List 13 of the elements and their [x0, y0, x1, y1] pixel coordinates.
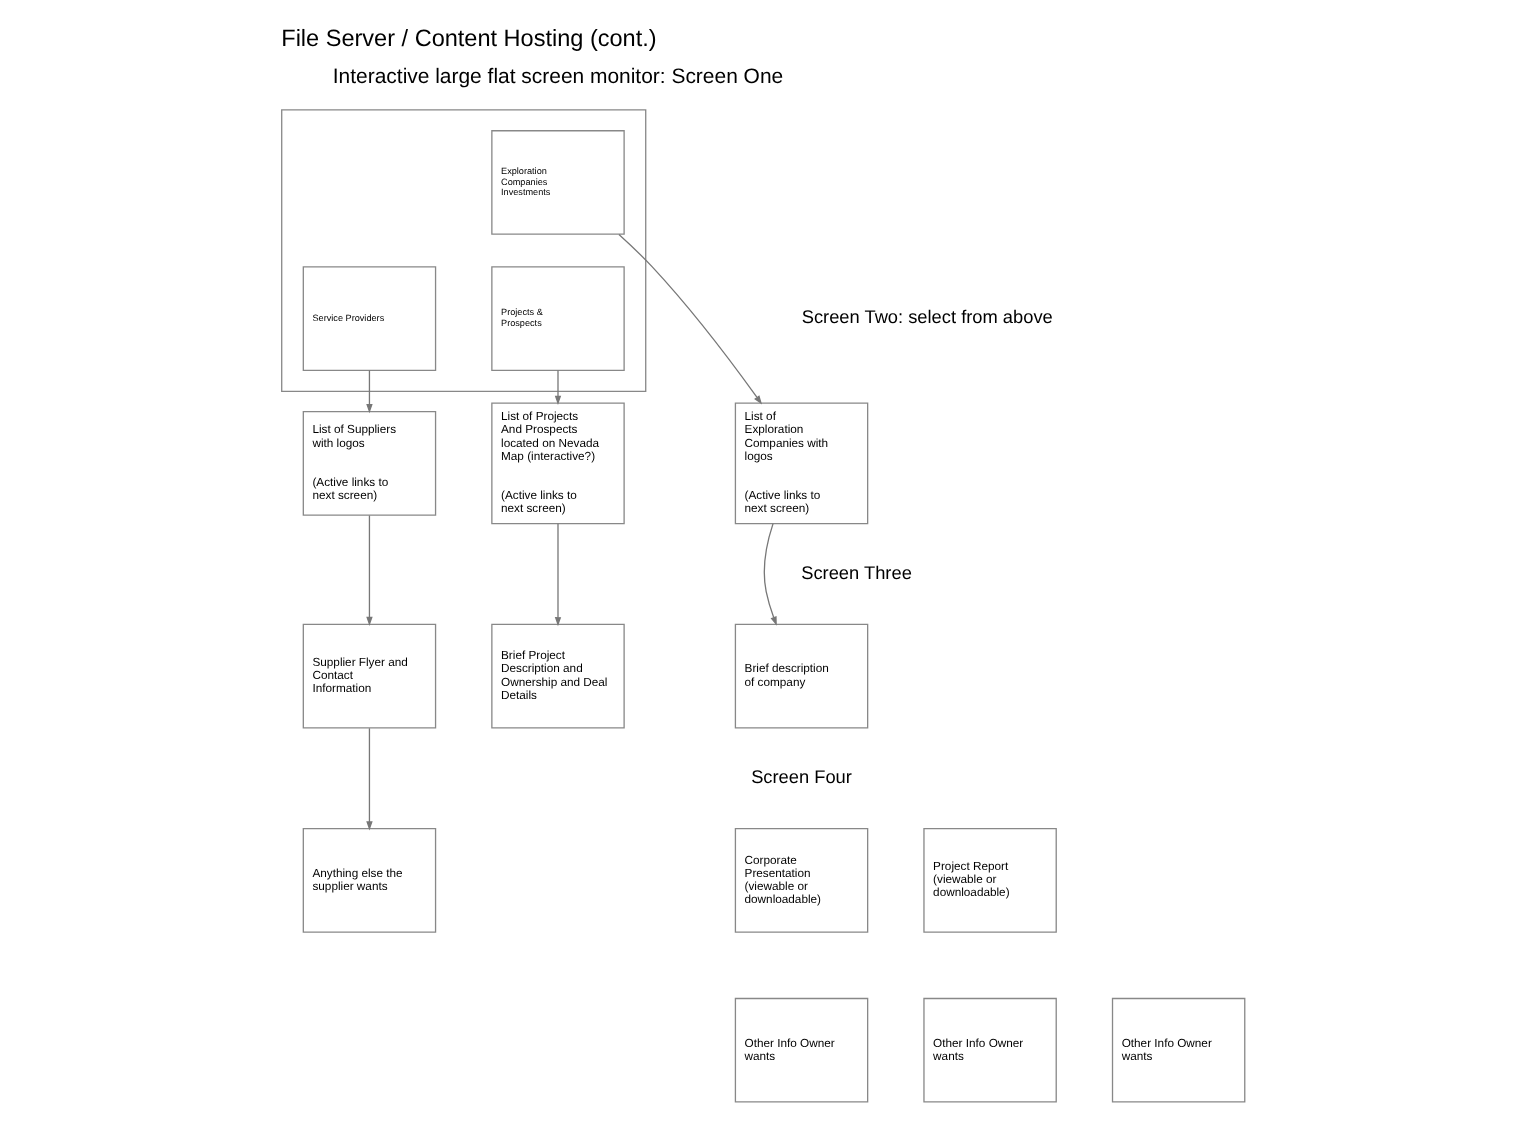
- arrow: [554, 523, 562, 627]
- arrow: [366, 514, 373, 626]
- arrow: [618, 233, 763, 405]
- label: Screen Three: [801, 562, 912, 583]
- diagram-title: File Server / Content Hosting (cont.): [281, 26, 657, 53]
- label: Screen Two: select from above: [801, 307, 1053, 328]
- arrow: [763, 523, 777, 626]
- arrow: [366, 727, 373, 831]
- label: Interactive large flat screen monitor: Screen One: [332, 67, 784, 90]
- label: Screen Four: [751, 767, 852, 788]
- cluster: [281, 109, 647, 392]
- arrow: [366, 369, 373, 414]
- arrow: [554, 369, 562, 405]
